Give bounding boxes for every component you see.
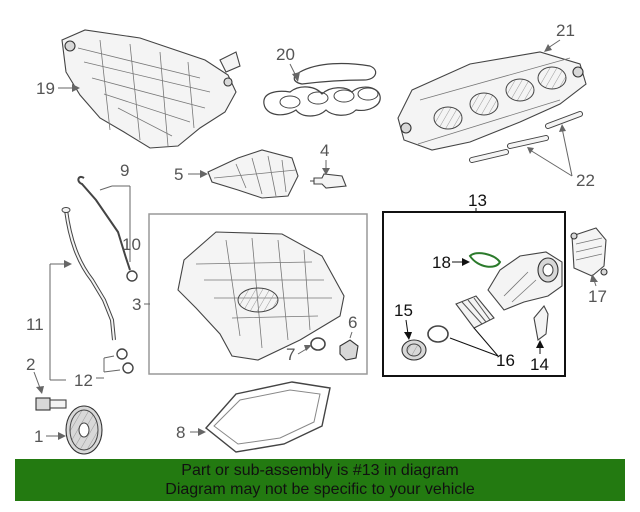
svg-text:1: 1	[34, 427, 43, 446]
svg-text:4: 4	[320, 141, 329, 160]
part-8-oil-pan-gasket[interactable]	[204, 381, 331, 453]
svg-text:22: 22	[576, 171, 595, 190]
svg-text:9: 9	[120, 161, 129, 180]
svg-text:14: 14	[530, 355, 549, 374]
svg-text:20: 20	[276, 45, 295, 64]
svg-text:6: 6	[348, 313, 357, 332]
part-3-oil-pan-box	[148, 213, 368, 375]
part-5-oil-baffle[interactable]	[207, 149, 299, 199]
callout-3: 3	[132, 295, 150, 314]
part-10-dipstick-oring[interactable]	[126, 270, 138, 282]
svg-text:13: 13	[468, 191, 487, 210]
part-1-crankshaft-pulley[interactable]	[65, 405, 103, 455]
callout-12: 12	[74, 355, 121, 390]
svg-text:7: 7	[286, 345, 295, 364]
svg-text:18: 18	[432, 253, 451, 272]
part-21-lower-intake-manifold[interactable]	[397, 51, 587, 151]
part-15-filter-cap[interactable]	[401, 339, 427, 361]
part-9-dipstick[interactable]	[77, 175, 131, 271]
callout-4: 4	[320, 141, 330, 175]
svg-text:21: 21	[556, 21, 575, 40]
part-7-drain-washer[interactable]	[310, 337, 326, 351]
svg-text:19: 19	[36, 79, 55, 98]
part-11-dipstick-tube[interactable]	[61, 207, 116, 341]
callout-22: 22	[527, 124, 595, 190]
part-4-sealant-tube[interactable]	[310, 173, 347, 189]
callout-21: 21	[544, 21, 575, 52]
svg-text:3: 3	[132, 295, 141, 314]
part-20-manifold-gasket[interactable]	[263, 62, 381, 117]
callout-10: 10	[122, 235, 141, 254]
callout-17: 17	[588, 274, 607, 306]
callout-2: 2	[26, 355, 44, 394]
callout-15: 15	[394, 301, 413, 340]
assembly-13-frame[interactable]	[382, 211, 566, 377]
callout-14: 14	[530, 340, 549, 374]
callout-16: 16	[449, 327, 515, 370]
callout-13: 13	[468, 191, 487, 212]
svg-text:11: 11	[26, 315, 44, 334]
part-14-housing-bracket[interactable]	[533, 305, 549, 341]
svg-text:17: 17	[588, 287, 607, 306]
callout-18: 18	[432, 253, 470, 272]
callout-8: 8	[176, 423, 206, 442]
callout-7: 7	[286, 345, 312, 364]
callout-9: 9	[99, 161, 131, 262]
part-19-intake-manifold[interactable]	[61, 29, 241, 149]
part-3-oil-pan[interactable]	[177, 231, 345, 361]
notice-line-2: Diagram may not be specific to your vehi…	[165, 481, 475, 498]
svg-text:16: 16	[496, 351, 515, 370]
callout-19: 19	[36, 79, 80, 98]
part-18-housing-seal[interactable]	[468, 252, 502, 268]
svg-text:5: 5	[174, 165, 183, 184]
notice-banner: Part or sub-assembly is #13 in diagram D…	[15, 459, 625, 501]
notice-line-1: Part or sub-assembly is #13 in diagram	[181, 462, 459, 479]
part-22-seal-strips[interactable]	[469, 111, 583, 163]
callout-20: 20	[276, 45, 300, 82]
callout-5: 5	[174, 165, 208, 184]
part-12-tube-orings[interactable]	[116, 348, 134, 374]
svg-text:12: 12	[74, 371, 93, 390]
svg-text:2: 2	[26, 355, 35, 374]
part-2-bolt[interactable]	[35, 397, 67, 411]
callout-6: 6	[348, 313, 357, 339]
svg-text:15: 15	[394, 301, 413, 320]
part-6-drain-plug[interactable]	[339, 339, 359, 361]
part-16-oil-filter-element[interactable]	[427, 295, 495, 343]
svg-text:8: 8	[176, 423, 185, 442]
part-17-oil-cooler[interactable]	[570, 227, 608, 277]
callout-1: 1	[34, 427, 66, 446]
callout-11: 11	[26, 260, 72, 381]
svg-text:10: 10	[122, 235, 141, 254]
part-13-oil-filter-housing[interactable]	[487, 251, 563, 311]
